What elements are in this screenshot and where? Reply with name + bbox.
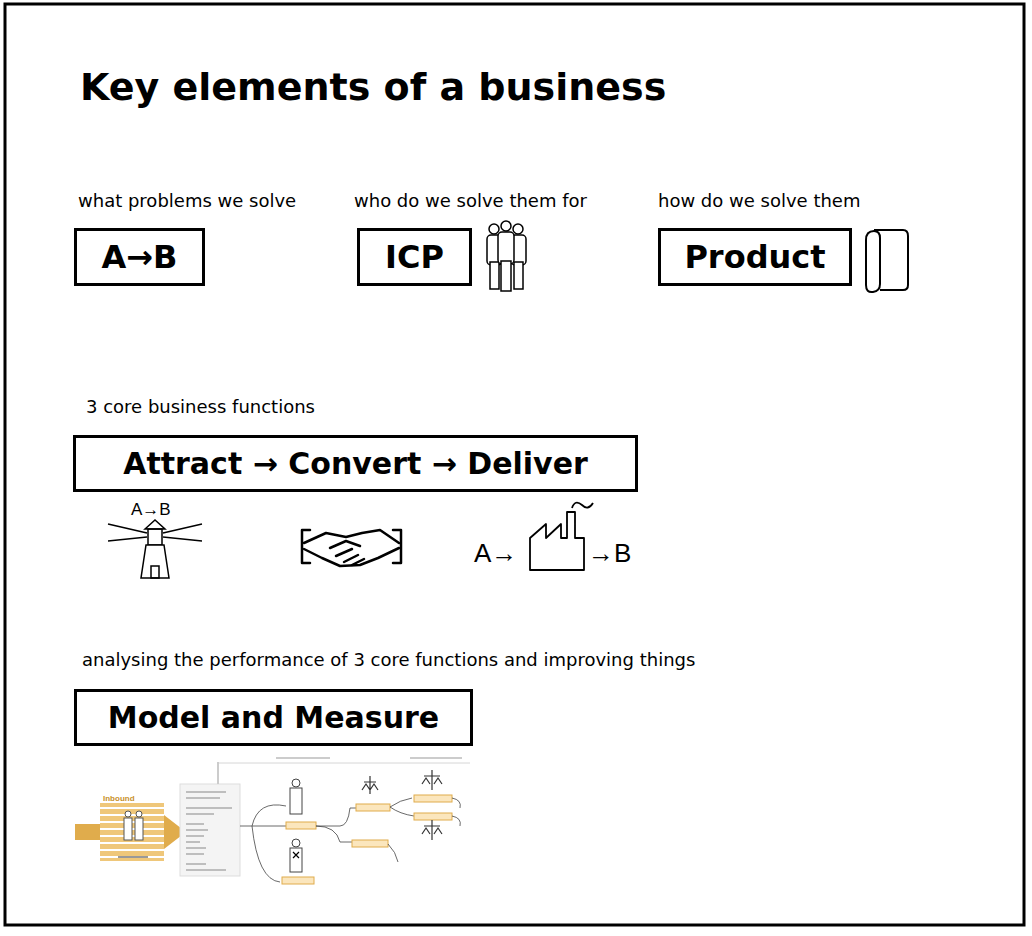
lighthouse-icon-part xyxy=(108,524,147,533)
funnel-illustration-part xyxy=(100,803,164,861)
funnel-illustration-part xyxy=(352,840,388,847)
lighthouse-icon-part xyxy=(108,537,147,541)
lighthouse-icon-part xyxy=(163,537,202,541)
funnel-illustration-part xyxy=(292,839,300,847)
lighthouse-icon-part xyxy=(141,545,169,578)
page-frame-part xyxy=(5,4,1024,925)
lighthouse-icon-part xyxy=(163,524,202,533)
handshake-icon-part xyxy=(304,530,399,543)
funnel-illustration-part xyxy=(422,820,442,840)
box-heading: who do we solve them for xyxy=(354,190,587,212)
icon-label: Inbound xyxy=(103,795,135,803)
funnel-illustration-part xyxy=(286,822,316,829)
box-heading: what problems we solve xyxy=(78,190,296,212)
funnel-illustration-part xyxy=(180,784,240,876)
lighthouse-icon-part xyxy=(148,529,162,545)
box-heading: 3 core business functions xyxy=(86,396,315,418)
key-element-box: A→B xyxy=(74,228,205,286)
funnel-illustration-part xyxy=(100,808,164,857)
funnel-illustration-part xyxy=(217,763,470,764)
key-element-box: ICP xyxy=(357,228,472,286)
lighthouse-icon-part xyxy=(151,566,159,578)
key-element-box: Product xyxy=(658,228,852,286)
funnel-illustration-part xyxy=(135,818,143,840)
lighthouse-icon xyxy=(108,520,202,578)
funnel-illustration-part xyxy=(75,824,100,840)
paper-roll-icon xyxy=(866,230,908,292)
icon-label: A→B xyxy=(131,501,171,518)
funnel-illustration-part xyxy=(125,811,131,817)
funnel-illustration-part xyxy=(452,798,460,826)
factory-icon-part xyxy=(572,503,593,508)
people-icon-part xyxy=(514,262,523,289)
page-title: Key elements of a business xyxy=(80,68,666,106)
handshake-icon-part xyxy=(393,530,401,563)
icon-label: A→ xyxy=(474,540,517,566)
funnel-illustration-part xyxy=(316,808,356,842)
funnel-illustration-part xyxy=(414,813,452,820)
funnel-illustration-part xyxy=(293,852,299,858)
funnel-illustration-part xyxy=(290,848,302,872)
lighthouse-icon-part xyxy=(145,520,165,529)
funnel-illustration-part xyxy=(356,804,390,811)
page-frame xyxy=(5,4,1024,925)
funnel-illustration-part xyxy=(240,805,286,882)
funnel-illustration-part xyxy=(362,776,378,794)
key-element-box: Attract → Convert → Deliver xyxy=(73,435,638,492)
handshake-icon-part xyxy=(330,541,364,565)
people-icon xyxy=(487,221,526,291)
funnel-illustration-part xyxy=(136,811,142,817)
funnel-illustration-part xyxy=(414,795,452,802)
people-icon-part xyxy=(513,224,523,234)
funnel-illustration-part xyxy=(186,792,232,870)
paper-roll-icon-part xyxy=(866,231,880,292)
icon-label: →B xyxy=(588,540,631,566)
funnel-illustration-part xyxy=(118,856,148,858)
funnel-illustration-part xyxy=(276,758,462,759)
key-element-box: Model and Measure xyxy=(74,689,473,746)
handshake-icon-part xyxy=(302,530,310,563)
people-icon-part xyxy=(501,221,511,231)
funnel-illustration-part xyxy=(290,788,302,814)
handshake-icon xyxy=(302,530,401,566)
factory-icon xyxy=(530,503,593,570)
box-heading: how do we solve them xyxy=(658,190,860,212)
funnel-illustration-part xyxy=(422,770,442,790)
funnel-illustration xyxy=(75,758,470,884)
funnel-illustration-part xyxy=(217,762,219,784)
people-icon-part xyxy=(498,232,514,264)
funnel-illustration-part xyxy=(388,798,414,862)
funnel-illustration-part xyxy=(282,877,314,884)
funnel-illustration-part xyxy=(124,818,132,840)
box-heading: analysing the performance of 3 core func… xyxy=(82,649,695,671)
people-icon-part xyxy=(501,261,511,291)
funnel-illustration-part xyxy=(292,779,300,787)
factory-icon-part xyxy=(530,512,584,570)
people-icon-part xyxy=(489,224,499,234)
people-icon-part xyxy=(490,262,499,289)
